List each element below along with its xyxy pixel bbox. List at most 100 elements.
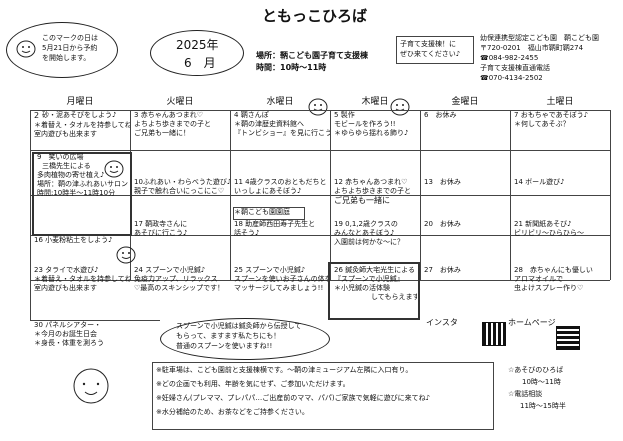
event-text: ＊小児鍼の活体験 bbox=[334, 284, 390, 292]
event-text: よちよち歩きまでの子と bbox=[134, 120, 211, 128]
event-text: 16 小麦粉粘土をしよう♪ bbox=[31, 236, 130, 245]
event-title: 鞆政寺さんに bbox=[145, 220, 188, 228]
day-cell: 27 お休み bbox=[421, 266, 510, 280]
year-label: 2025年 bbox=[176, 38, 219, 52]
homepage-label: ホームページ bbox=[508, 318, 556, 327]
day-number: 5 bbox=[334, 111, 339, 119]
day-number: 2 bbox=[34, 111, 40, 120]
day-cell: 13 お休み bbox=[421, 178, 510, 195]
event-text: 場所：鞆の津ふれあいサロン bbox=[37, 180, 128, 188]
event-title: お休み bbox=[435, 111, 457, 119]
event-text: 19 0,1,2歳クラスの bbox=[331, 220, 420, 229]
day-cell: 18 助産師西田寿子先生と 話そう♪ bbox=[231, 220, 330, 240]
day-number: 20 bbox=[424, 220, 433, 228]
day-number: 16 bbox=[34, 236, 43, 244]
event-text: ＊今月のお誕生日会 bbox=[34, 330, 97, 338]
event-text: 5 製作 bbox=[331, 111, 420, 120]
grid-line bbox=[510, 110, 511, 280]
event-title: お休み bbox=[439, 266, 461, 274]
event-text: 18 助産師西田寿子先生と bbox=[231, 220, 330, 229]
event-text: 10ふれあい・わらべうた遊び♪ bbox=[131, 178, 230, 187]
event-text: 4 鞆さんぽ bbox=[231, 111, 330, 120]
event-text: 14 ボール遊び♪ bbox=[511, 178, 610, 187]
event-title: ふれあい・わらべうた遊び♪ bbox=[142, 178, 230, 186]
day-number: 21 bbox=[514, 220, 523, 228]
reservation-note-bubble bbox=[6, 22, 118, 78]
day-cell: 23 タライで水遊び♪ ＊着替え・タオルを持参してね。 室内遊びも出来ます bbox=[31, 266, 130, 316]
welcome-box bbox=[396, 36, 474, 64]
day-number: 6 bbox=[424, 111, 429, 119]
weekday-fri: 金曜日 bbox=[451, 97, 479, 107]
day-cell: 16 小麦粉粘土をしよう♪ bbox=[31, 236, 130, 250]
reservation-note-line-1: このマークの日は bbox=[42, 34, 98, 42]
side-info: 11時～15時半 bbox=[520, 402, 566, 410]
spoon-bubble bbox=[160, 318, 330, 360]
day-number: 26 bbox=[334, 266, 343, 274]
event-text: 話そう♪ bbox=[234, 229, 260, 237]
grid-line bbox=[30, 235, 610, 236]
event-text: 虫よけスプレー作り♡ bbox=[514, 284, 584, 292]
footer-note: ※水分補給のため、お茶などをご持参ください。 bbox=[156, 408, 309, 416]
location-box bbox=[233, 207, 305, 220]
event-text: アロマオイルで bbox=[514, 275, 563, 283]
event-title: 赤ちゃんあつまれ♡ bbox=[140, 111, 203, 119]
footer-notes-box bbox=[152, 362, 494, 430]
event-title: 赤ちゃんにも優しい bbox=[529, 266, 593, 274]
footer-note: ※妊婦さん(プレママ、プレパパ…ご出産前のママ、パパ)ご家族で気軽に遊びに来てね… bbox=[156, 394, 431, 402]
day-cell: 5 製作 モビールを作ろう!! ＊ゆらゆら揺れる飾り♪ bbox=[331, 111, 420, 150]
place-label: 場所：鞆こども園子育て支援棟 bbox=[256, 51, 368, 60]
day-cell: 19 0,1,2歳クラスの みんなとあそぼう♪ 入園前は何かな～に？ bbox=[331, 220, 420, 256]
side-info: 10時～11時 bbox=[522, 378, 561, 386]
smiley-icon bbox=[104, 160, 124, 178]
event-text: してもらえます bbox=[371, 293, 417, 301]
day-cell: 12 赤ちゃんあつまれ♡ よちよち歩きまでの子と ご兄弟も一緒に bbox=[331, 178, 420, 218]
event-text: 30 パネルシアター・ bbox=[31, 321, 161, 330]
day-cell: 25 スプーンで小児鍼♪ スプーンを使いお子さんの体を マッサージしてみましょう… bbox=[231, 266, 330, 316]
event-text: ビリビリ～ひらひら～ bbox=[514, 229, 584, 237]
day-cell: 2 砂・泥あそびをしよう♪ ＊着替え・タオルを持参してね。 室内遊びも出来ます bbox=[31, 111, 130, 150]
event-text: ご兄弟も一緒に！ bbox=[134, 129, 190, 137]
day-cell: 11 4歳クラスのおともだちと いっしょにあそぼう♪ bbox=[231, 178, 330, 195]
event-text: 20 お休み bbox=[421, 220, 510, 229]
day-number: 18 bbox=[234, 220, 243, 228]
event-text: マッサージしてみましょう!! bbox=[234, 284, 324, 292]
day-number: 24 bbox=[134, 266, 143, 274]
event-text: 13 お休み bbox=[421, 178, 510, 187]
grid-line bbox=[230, 110, 231, 280]
event-text: ＊鞆こども園園庭 bbox=[234, 208, 290, 216]
day-number: 11 bbox=[234, 178, 243, 186]
reservation-note-line-2: 5月21日から予約 bbox=[42, 44, 98, 52]
month-label: 6 月 bbox=[184, 56, 216, 70]
grid-line bbox=[30, 280, 610, 281]
spoon-bubble-line-3: 普通のスプーンを使いますね!! bbox=[176, 342, 273, 350]
side-info: ☆あそびのひろば bbox=[508, 366, 564, 374]
day-cell: 9 笑いの広場 三橋先生による 多肉植物の寄せ植え♪ 場所：鞆の津ふれあいサロン… bbox=[34, 153, 128, 233]
day-number: 3 bbox=[134, 111, 139, 119]
event-text: 7 おもちゃであそぼう♪ bbox=[511, 111, 610, 120]
day-number: 9 bbox=[37, 153, 42, 161]
grid-line bbox=[30, 320, 160, 321]
event-title: 小麦粉粘土をしよう♪ bbox=[45, 236, 113, 244]
event-text: あそびに行こう♪ bbox=[134, 229, 188, 237]
event-text: ＊ゆらゆら揺れる飾り♪ bbox=[334, 129, 409, 137]
highlight-box bbox=[32, 152, 132, 236]
highlight-box bbox=[328, 262, 420, 320]
weekday-sat: 土曜日 bbox=[546, 97, 574, 107]
day-cell: 10ふれあい・わらべうた遊び♪ 親子で触れ合いにっこにこ♡ bbox=[131, 178, 230, 195]
welcome-line-1: 子育て支援棟！に bbox=[400, 40, 456, 48]
grid-line bbox=[30, 110, 31, 320]
event-text: スプーンを使いお子さんの体を bbox=[234, 275, 330, 283]
event-text: 21 新聞紙あそび♪ bbox=[511, 220, 610, 229]
time-label: 時間：10時～11時 bbox=[256, 63, 327, 72]
event-title: タライで水遊び♪ bbox=[45, 266, 99, 274]
smiley-icon bbox=[16, 40, 36, 58]
welcome-line-2: ぜひ来てください♪ bbox=[400, 50, 461, 58]
day-cell: 3 赤ちゃんあつまれ♡ よちよち歩きまでの子と ご兄弟も一緒に！ bbox=[131, 111, 230, 150]
qr-code-icon bbox=[482, 322, 506, 346]
org-line-5: ☎070-4134-2502 bbox=[480, 74, 543, 82]
day-cell: 21 新聞紙あそび♪ ビリビリ～ひらひら～ bbox=[511, 220, 610, 240]
event-title: スプーンで小児鍼♪ bbox=[145, 266, 206, 274]
event-title: 鞆さんぽ bbox=[240, 111, 269, 119]
event-text: 9 笑いの広場 bbox=[34, 153, 128, 162]
grid-line bbox=[30, 110, 610, 111]
